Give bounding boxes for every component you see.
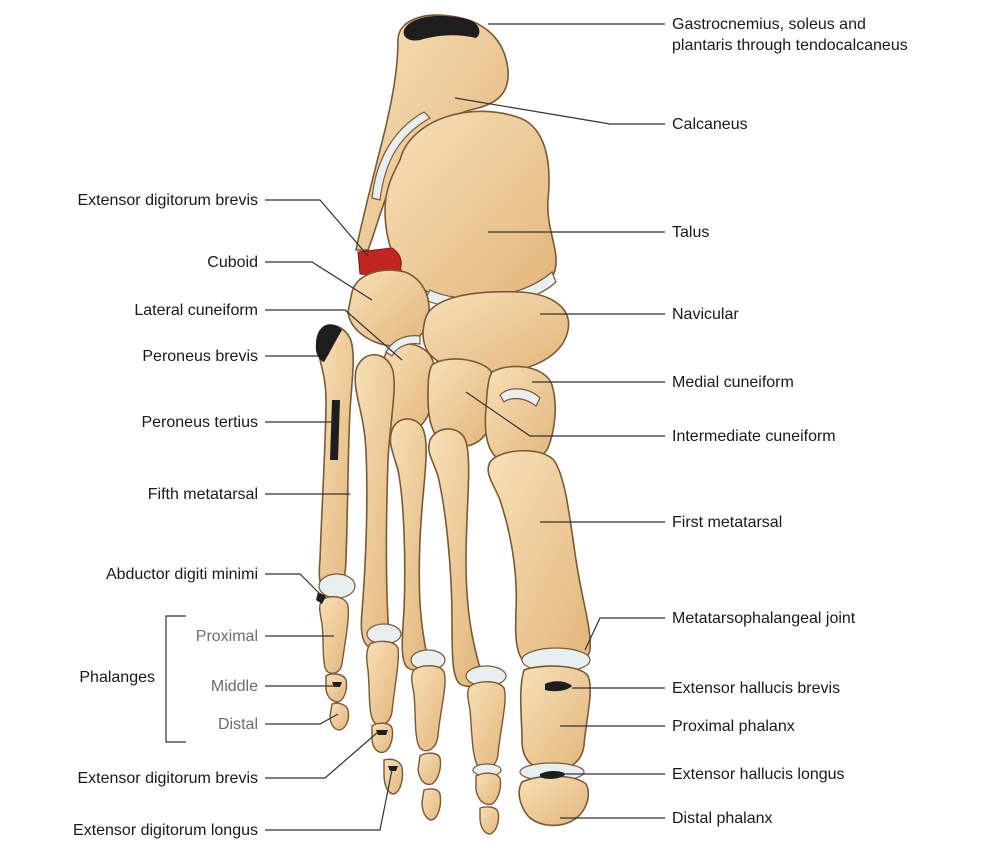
label-tendocalcaneus-line2: plantaris through tendocalcaneus (672, 37, 908, 54)
label-abductor-digiti-minimi: Abductor digiti minimi (106, 566, 258, 583)
label-tendocalcaneus-line1: Gastrocnemius, soleus and (672, 16, 866, 33)
leader-abductor-digiti-minimi (265, 574, 320, 594)
phalanges-bracket (166, 616, 186, 742)
medial-cuneiform-bone (485, 366, 555, 462)
fourth-toe-proximal-phalanx (367, 641, 399, 724)
right-labels: Gastrocnemius, soleus and plantaris thro… (672, 16, 908, 827)
label-phalanx-distal: Distal (218, 716, 258, 733)
label-medial-cuneiform: Medial cuneiform (672, 374, 794, 391)
label-extensor-digitorum-longus: Extensor digitorum longus (73, 822, 258, 839)
label-extensor-digitorum-brevis-top: Extensor digitorum brevis (77, 192, 258, 209)
fourth-toe-distal-phalanx (384, 759, 403, 794)
leader-extensor-digitorum-longus (265, 770, 392, 830)
label-cuboid: Cuboid (207, 254, 258, 271)
leader-phalanx-distal (265, 714, 338, 724)
fourth-metatarsal-bone (355, 355, 394, 649)
label-phalanx-proximal: Proximal (196, 628, 258, 645)
third-toe-proximal-phalanx (412, 666, 445, 751)
second-toe-proximal-phalanx (468, 682, 505, 769)
second-toe-distal-phalanx (480, 807, 499, 834)
label-intermediate-cuneiform: Intermediate cuneiform (672, 428, 836, 445)
cuboid-bone (348, 270, 429, 346)
fifth-toe-proximal-phalanx (320, 597, 349, 674)
label-extensor-digitorum-brevis-bottom: Extensor digitorum brevis (77, 770, 258, 787)
phalanges-group-labels: Phalanges Proximal Middle Distal (79, 628, 258, 733)
label-proximal-phalanx: Proximal phalanx (672, 718, 795, 735)
fifth-mtp-cartilage (319, 574, 355, 598)
label-distal-phalanx: Distal phalanx (672, 810, 773, 827)
label-calcaneus: Calcaneus (672, 116, 748, 133)
label-lateral-cuneiform: Lateral cuneiform (134, 302, 258, 319)
third-toe-distal-phalanx (422, 789, 441, 820)
second-metatarsal-bone (429, 429, 481, 686)
label-extensor-hallucis-brevis: Extensor hallucis brevis (672, 680, 840, 697)
label-peroneus-brevis: Peroneus brevis (142, 348, 258, 365)
first-metatarsal-bone (488, 451, 590, 669)
label-talus: Talus (672, 224, 709, 241)
foot-bones-illustration (316, 15, 590, 834)
label-metatarsophalangeal-joint: Metatarsophalangeal joint (672, 610, 856, 627)
label-fifth-metatarsal: Fifth metatarsal (148, 486, 258, 503)
label-peroneus-tertius: Peroneus tertius (141, 414, 258, 431)
label-phalanx-middle: Middle (211, 678, 258, 695)
talus-bone (385, 111, 556, 300)
label-navicular: Navicular (672, 306, 739, 323)
fifth-toe-middle-phalanx (326, 674, 347, 702)
label-extensor-hallucis-longus: Extensor hallucis longus (672, 766, 845, 783)
label-phalanges: Phalanges (79, 669, 155, 686)
fourth-toe-middle-phalanx (372, 723, 393, 752)
leader-extensor-digitorum-brevis-top (265, 200, 368, 256)
leader-mtp-joint (585, 618, 665, 650)
leader-extensor-digitorum-brevis-bottom (265, 732, 378, 778)
second-toe-middle-phalanx (476, 773, 501, 804)
label-first-metatarsal: First metatarsal (672, 514, 782, 531)
third-toe-middle-phalanx (418, 753, 441, 784)
